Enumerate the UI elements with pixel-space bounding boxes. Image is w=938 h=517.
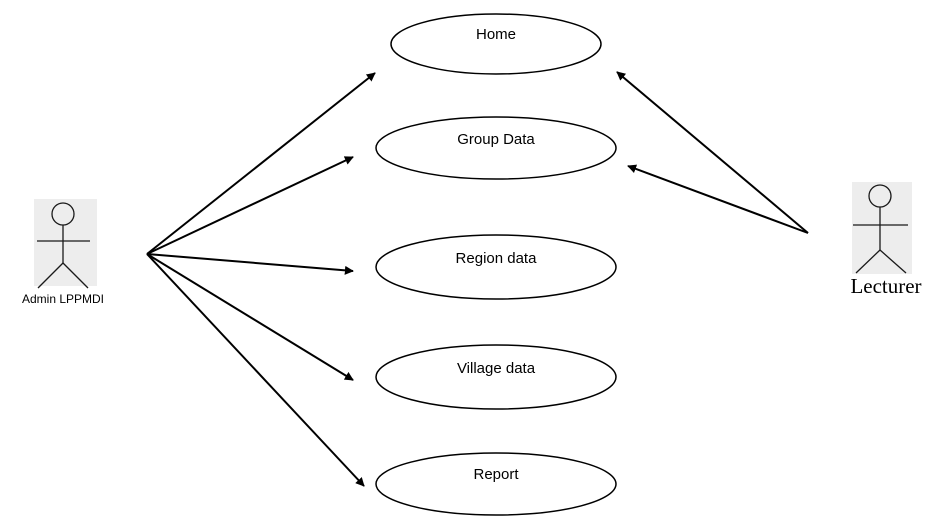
use-case-report: Report: [375, 452, 617, 516]
admin-report-arrow: [146, 253, 365, 487]
admin-group-data-arrow: [146, 156, 354, 255]
lecturer-actor-label: Lecturer: [850, 274, 921, 298]
use-case-group-data: Group Data: [375, 116, 617, 180]
use-case-label: Report: [473, 466, 519, 483]
admin-village-data-arrow: [146, 253, 354, 381]
lecturer-group-data-arrow: [627, 164, 809, 234]
associations: [146, 71, 809, 487]
lecturer-actor: Lecturer: [850, 182, 922, 298]
admin-actor-background: [34, 199, 97, 286]
use-case-label: Village data: [457, 360, 536, 377]
use-case-home: Home: [390, 13, 602, 75]
use-case-village-data: Village data: [375, 344, 617, 410]
lecturer-actor-background: [852, 182, 912, 274]
admin-actor-label: Admin LPPMDI: [22, 292, 104, 306]
admin-region-data-arrow: [146, 253, 354, 275]
use-case-ellipse: [375, 234, 617, 300]
use-case-region-data: Region data: [375, 234, 617, 300]
use-case-label: Group Data: [457, 131, 535, 148]
use-case-ellipse: [375, 116, 617, 180]
stick-figure-icon: [853, 184, 908, 274]
use-case-ellipse: [375, 452, 617, 516]
lecturer-home-arrow: [616, 71, 809, 234]
use-case-label: Home: [476, 26, 516, 43]
stick-figure-icon: [37, 202, 90, 289]
admin-actor: Admin LPPMDI: [22, 199, 104, 306]
use-case-ellipse: [375, 344, 617, 410]
use-case-ellipse: [390, 13, 602, 75]
admin-home-arrow: [146, 72, 376, 255]
use-case-label: Region data: [456, 250, 538, 267]
